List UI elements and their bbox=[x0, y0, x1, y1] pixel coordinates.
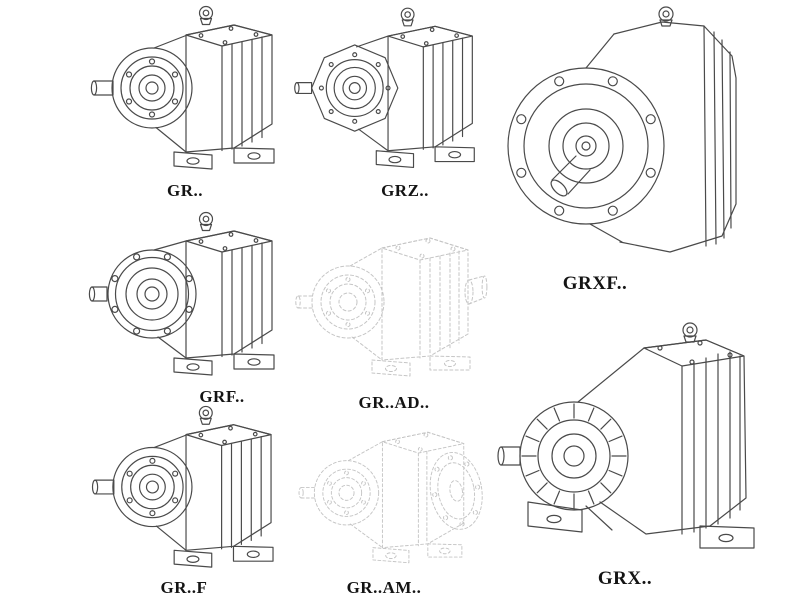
figure-label-grx: GRX.. bbox=[597, 568, 653, 589]
figure-label-grf: GRF.. bbox=[199, 387, 245, 406]
figure-label-gr-f: GR..F bbox=[160, 578, 208, 597]
gearbox-grx-drawing bbox=[494, 296, 778, 564]
gearbox-grxf-drawing bbox=[494, 4, 774, 268]
gearbox-grf-drawing bbox=[88, 208, 288, 384]
gearbox-gr-am-drawing bbox=[288, 402, 492, 576]
figure-label-gr-am: GR..AM.. bbox=[346, 578, 422, 597]
figure-label-grxf: GRXF.. bbox=[562, 273, 628, 294]
figure-label-grz: GRZ.. bbox=[381, 181, 429, 200]
gearbox-grz-drawing bbox=[292, 2, 488, 178]
figure-label-gr: GR.. bbox=[167, 181, 203, 200]
gearbox-gr-f-drawing bbox=[88, 402, 288, 576]
gearbox-gr-ad-drawing bbox=[288, 206, 492, 390]
gearbox-gr-drawing bbox=[88, 2, 288, 178]
figure-label-gr-ad: GR..AD.. bbox=[358, 393, 430, 412]
